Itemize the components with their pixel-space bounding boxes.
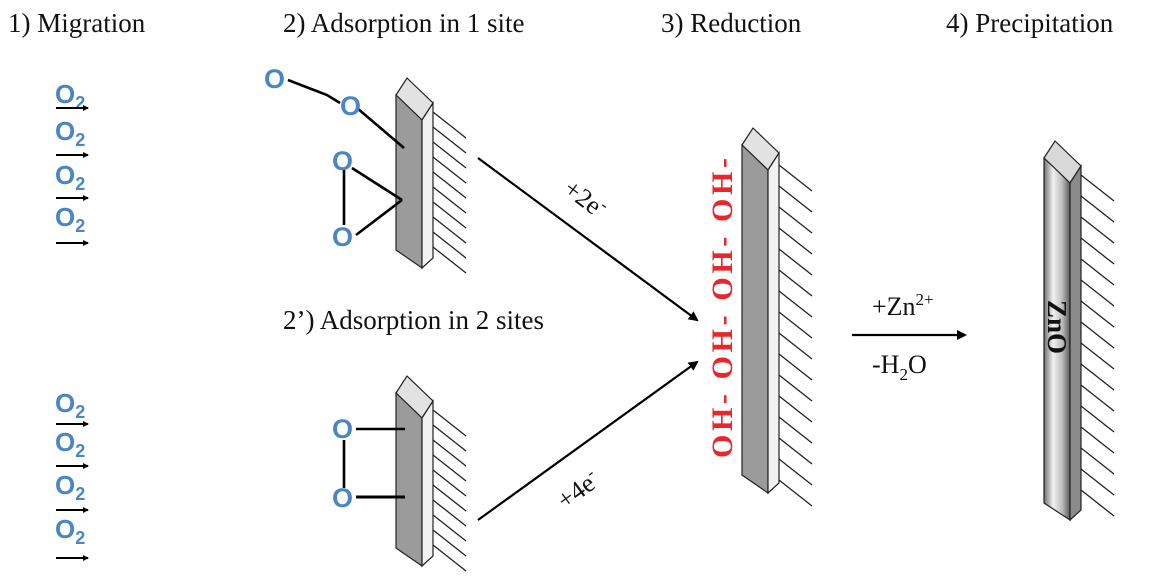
electrode-reduction: OH- OH- OH- OH- (706, 127, 813, 507)
o2-migration-group-bottom: O2 O2 O2 O2 (55, 388, 89, 561)
o2-molecule: O2 (55, 202, 85, 236)
zinc-addition-label: +Zn2+ (872, 290, 934, 321)
oxygen-atom: O (332, 414, 353, 444)
hydroxide-layer: OH- OH- OH- OH- (706, 158, 739, 458)
o2-molecule: O2 (55, 514, 85, 548)
four-electron-label: +4e- (550, 463, 605, 515)
o2-molecule: O2 (55, 116, 85, 150)
oxygen-atom: O (340, 91, 361, 121)
o2-molecule: O2 (55, 470, 85, 504)
oxygen-atom: O (264, 64, 285, 94)
electrode-zno: ZnO (1042, 140, 1115, 522)
oxygen-atom: O (332, 483, 353, 513)
electrode-one-site: O O O O (264, 64, 467, 274)
o2-migration-group-top: O2 O2 O2 O2 (55, 79, 89, 246)
two-electron-label: +2e- (558, 172, 613, 224)
water-loss-label: -H2O (872, 350, 927, 384)
zno-label: ZnO (1042, 300, 1072, 354)
reduction-arrow-four-electron (477, 360, 699, 521)
o2-molecule: O2 (55, 79, 85, 113)
o2-molecule: O2 (55, 427, 85, 461)
step-reduction-title: 3) Reduction (661, 8, 802, 38)
reduction-arrow-two-electron (477, 157, 699, 322)
step-adsorption-one-site-title: 2) Adsorption in 1 site (283, 8, 525, 38)
electrode-two-sites: O O (332, 375, 467, 572)
step-migration-title: 1) Migration (8, 8, 146, 38)
oxygen-atom: O (332, 146, 353, 176)
step-precipitation-title: 4) Precipitation (946, 8, 1114, 38)
step-adsorption-two-sites-title: 2’) Adsorption in 2 sites (283, 305, 544, 335)
o2-molecule: O2 (55, 388, 85, 422)
oxygen-atom: O (332, 222, 353, 252)
o2-molecule: O2 (55, 160, 85, 194)
